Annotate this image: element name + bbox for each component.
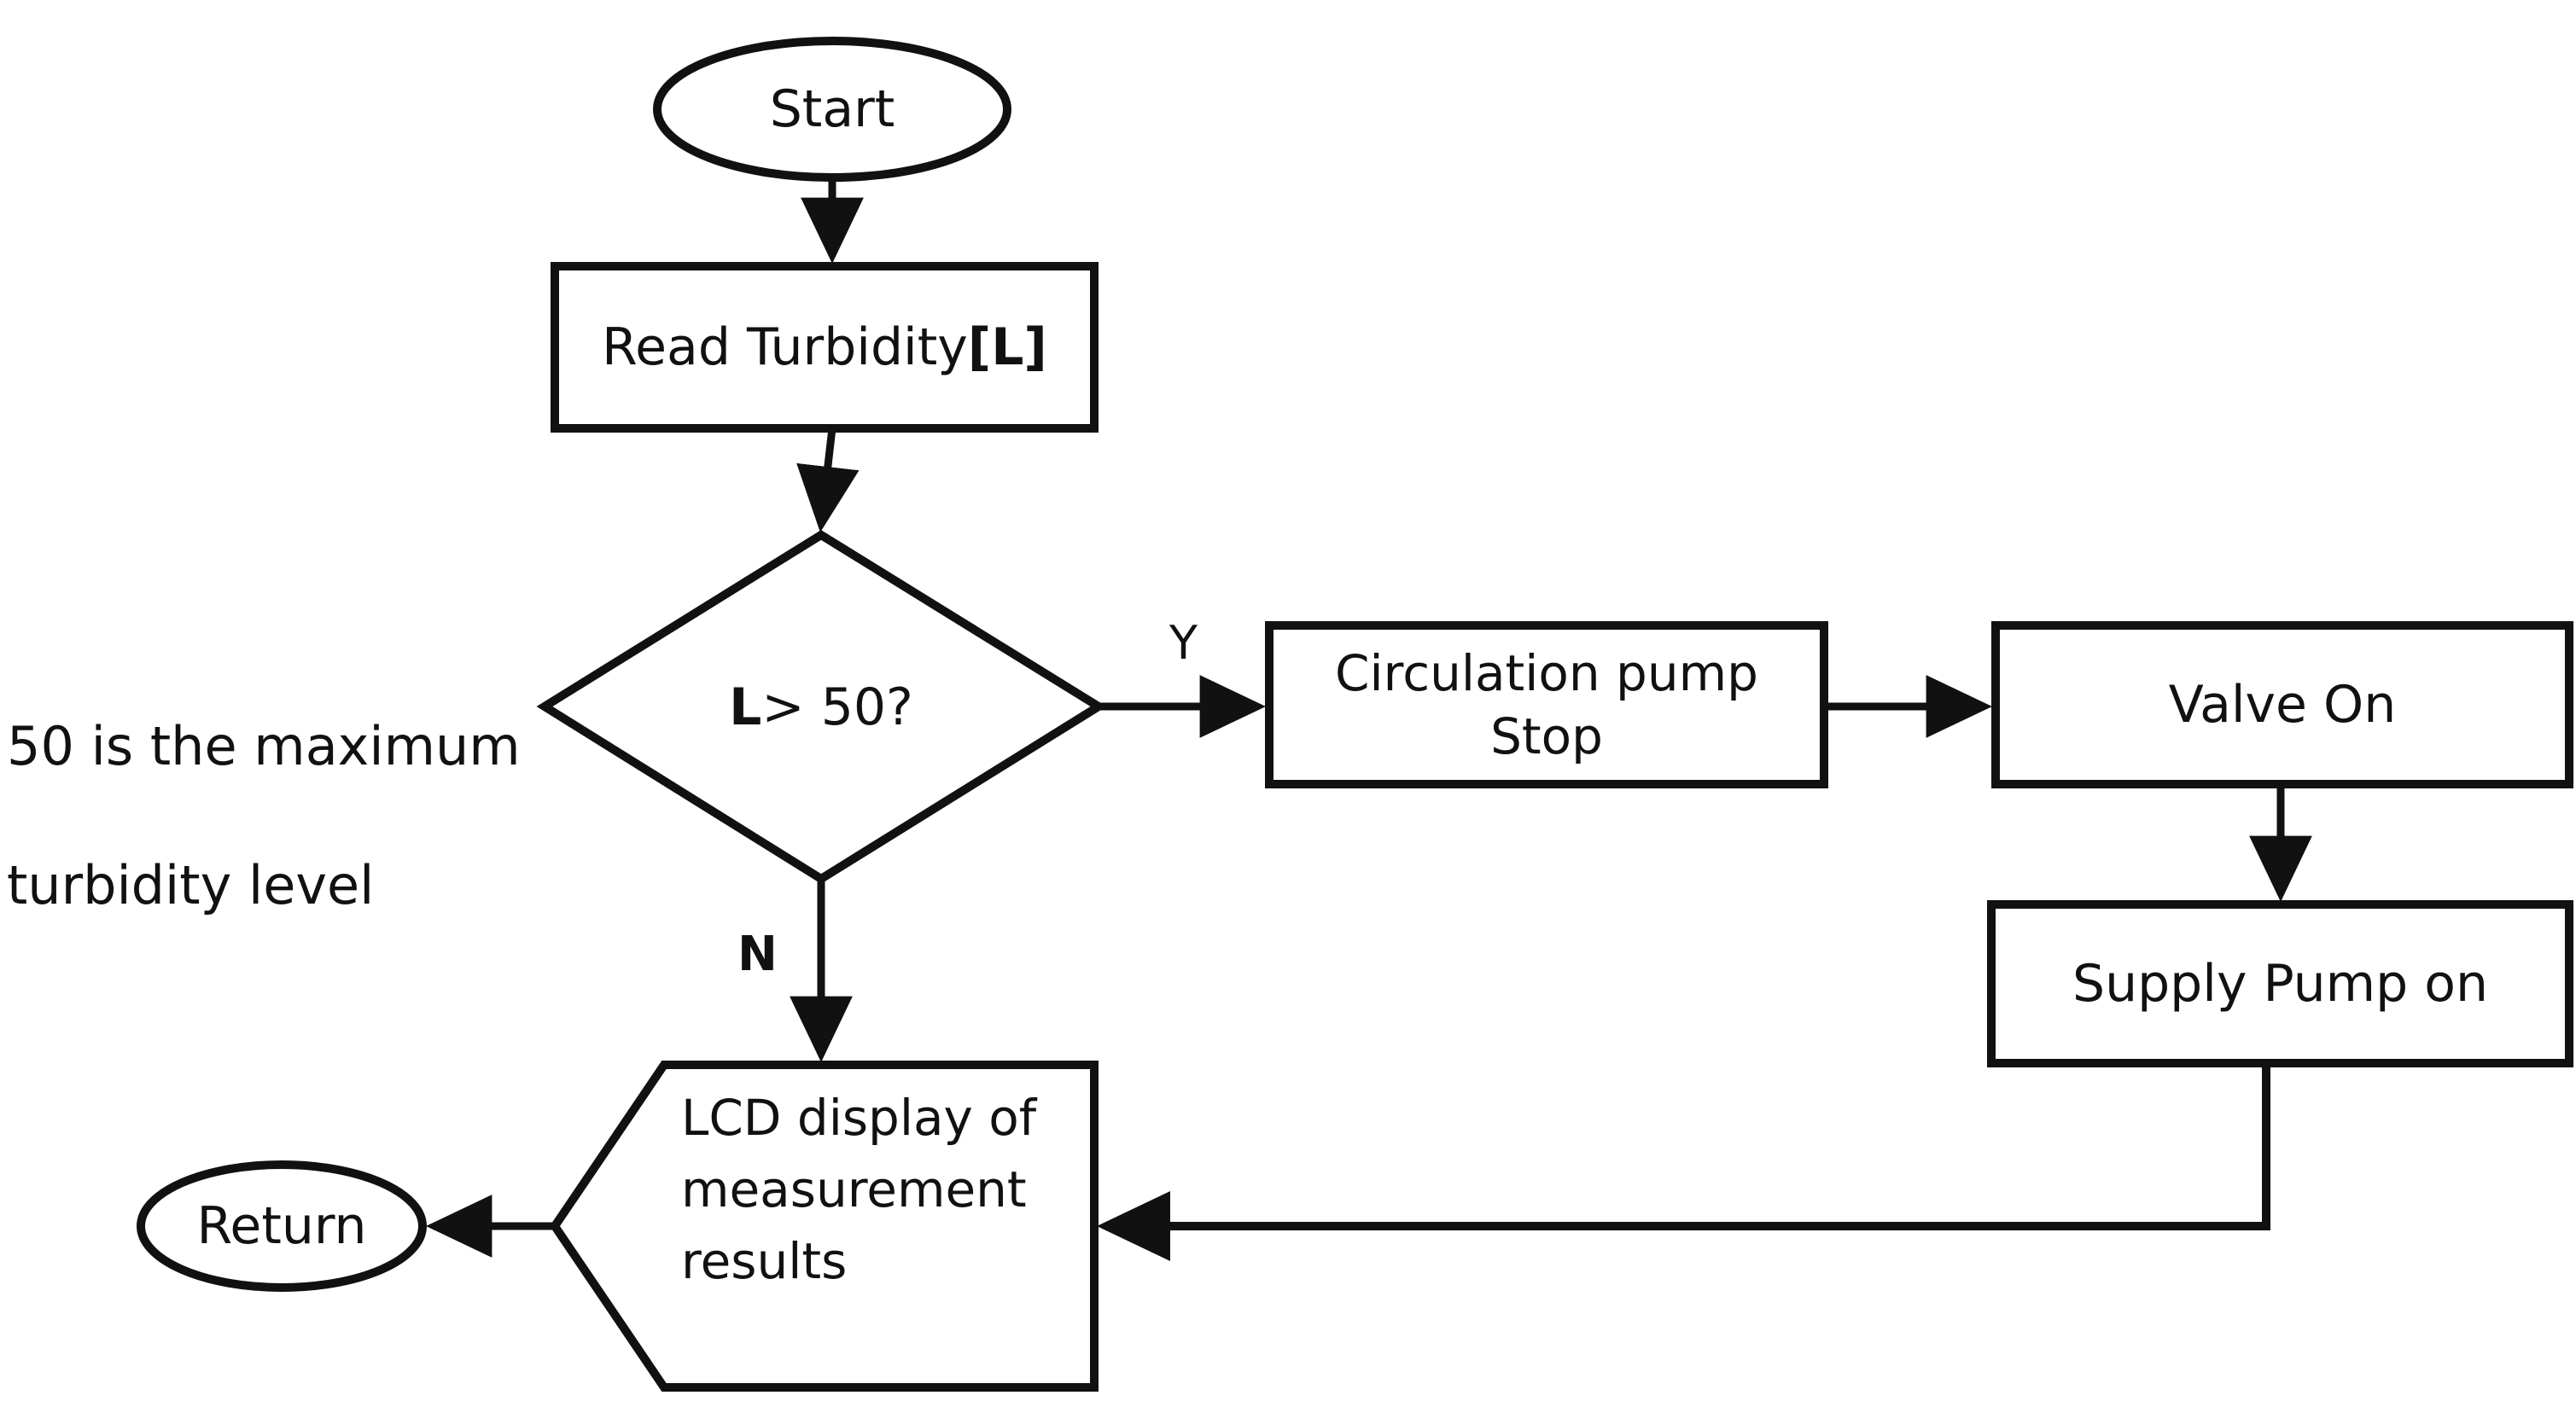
edge-supply-pump-to-lcd: [1096, 1063, 2270, 1261]
node-start-shape: [653, 37, 1011, 182]
edge-read-to-decision: [796, 427, 860, 532]
node-return-shape: [137, 1160, 427, 1292]
node-circulation-pump-shape: [1265, 621, 1828, 788]
node-decision-shape: [536, 530, 1107, 884]
annotation-line-2: turbidity level: [7, 854, 375, 917]
node-supply-pump-shape: [1987, 900, 2573, 1067]
node-lcd-display-shape: [549, 1061, 1099, 1392]
annotation-max-turbidity-note: 50 is the maximum turbidity level: [7, 642, 536, 991]
node-read-turbidity-shape: [551, 262, 1099, 433]
annotation-line-1: 50 is the maximum: [7, 714, 521, 777]
edge-label-yes: Y: [1169, 616, 1198, 670]
edge-label-no: N: [737, 927, 778, 982]
node-valve-on-shape: [1991, 621, 2573, 788]
